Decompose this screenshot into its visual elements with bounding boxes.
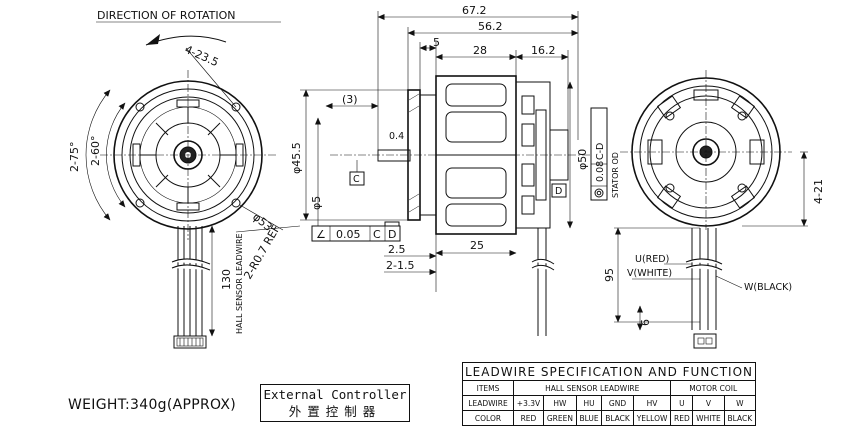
rear-view: 4-21 95 6 U(RED) V(WHITE) W(BLACK) xyxy=(603,70,825,349)
spec-color-cell: BLUE xyxy=(575,410,603,426)
hall-leadwire-bundle xyxy=(171,226,211,349)
side-pcb-components xyxy=(521,95,547,215)
side-flange-hatch xyxy=(408,93,420,213)
dim-phi45-5: φ45.5 xyxy=(290,142,303,174)
spec-color-row: COLOR RED GREEN BLUE BLACK YELLOW RED WH… xyxy=(462,410,756,426)
controller-label-en: External Controller xyxy=(263,387,407,402)
datum-d-box xyxy=(551,183,567,198)
side-shaft xyxy=(377,149,411,162)
rear-motor-leadwires xyxy=(685,228,723,349)
controller-label-cn: 外置控制器 xyxy=(288,404,382,419)
spec-color-cell: YELLOW xyxy=(632,410,672,426)
dim-2-r0-7-ref: 2-R0.7 REF xyxy=(241,223,283,282)
side-view: 67.2 56.2 5 28 16.2 (3) φ45.5 φ5 xyxy=(290,4,620,336)
dim-2-5: 2.5 xyxy=(388,243,406,256)
spec-color-cell: WHITE xyxy=(692,410,725,426)
wire-w-label: W(BLACK) xyxy=(744,282,792,293)
wire-v-label: V(WHITE) xyxy=(627,268,672,279)
datum-c-box xyxy=(349,171,365,186)
dim-67-2: 67.2 xyxy=(462,4,487,17)
dim-2-75-arc xyxy=(85,89,111,221)
datum-c: C xyxy=(353,174,360,185)
spec-color-cell: RED xyxy=(513,410,544,426)
spec-leadwire-cell: V xyxy=(692,395,725,411)
spec-title: LEADWIRE SPECIFICATION AND FUNCTION xyxy=(462,362,756,381)
runout-tolerance-frame: ∠ 0.05 C D xyxy=(311,225,401,242)
dim-2-60: 2-60° xyxy=(89,136,102,166)
spec-leadwire-cell: U xyxy=(670,395,694,411)
spec-items-label: ITEMS xyxy=(462,380,514,396)
spec-leadwire-cell: HW xyxy=(542,395,577,411)
dim-3: (3) xyxy=(342,93,358,106)
dim-2-75: 2-75° xyxy=(68,142,81,172)
spec-leadwire-cell: W xyxy=(723,395,756,411)
spec-group-hall: HALL SENSOR LEADWIRE xyxy=(512,380,672,396)
front-view: DIRECTION OF ROTATION xyxy=(68,9,301,349)
dim-25: 25 xyxy=(470,239,484,252)
spec-leadwire-cell: +3.3V xyxy=(513,395,544,411)
dim-phi50: φ50 xyxy=(576,149,589,170)
dim-0-4: 0.4 xyxy=(389,131,404,142)
rotation-arrowhead-icon xyxy=(146,34,160,45)
dim-phi53-leader xyxy=(239,204,284,231)
spec-color-cell: BLACK xyxy=(723,410,756,426)
dim-4-23-5: 4-23.5 xyxy=(183,43,221,69)
spec-color-cell: RED xyxy=(670,410,694,426)
dim-2-60-arc xyxy=(106,102,126,208)
hall-leadwire-label: HALL SENSOR LEADWIRE xyxy=(235,233,244,334)
spec-leadwire-cell: GND xyxy=(601,395,634,411)
spec-color-cell: GREEN xyxy=(542,410,577,426)
dim-r07-leader xyxy=(235,225,301,233)
tolerance-ref-c: C xyxy=(373,228,381,241)
wire-u-label: U(RED) xyxy=(635,254,669,265)
side-stator-slots xyxy=(436,83,516,227)
spec-color-cell: BLACK xyxy=(601,410,634,426)
tolerance-ref-d: D xyxy=(388,228,396,241)
weight-label: WEIGHT:340g(APPROX) xyxy=(68,397,237,413)
stator-od-label: STATOR OD xyxy=(611,152,620,198)
dim-28: 28 xyxy=(473,44,487,57)
rear-mount-holes xyxy=(665,111,747,193)
dim-95: 95 xyxy=(603,268,616,282)
rotation-title: DIRECTION OF ROTATION xyxy=(97,9,236,22)
dim-2-1-5: 2-1.5 xyxy=(386,259,414,272)
external-controller-box: External Controller 外置控制器 xyxy=(260,384,410,422)
tolerance-value: 0.05 xyxy=(336,228,361,241)
spec-group-row: ITEMS HALL SENSOR LEADWIRE MOTOR COIL xyxy=(462,380,756,396)
spec-leadwire-cell: HU xyxy=(575,395,603,411)
wire-w-leader xyxy=(715,275,743,289)
stator-od-ref: C-D xyxy=(595,143,606,160)
stator-od-frame: 0.08 C-D STATOR OD xyxy=(590,107,620,201)
datum-d: D xyxy=(555,186,562,197)
dim-130: 130 xyxy=(220,269,233,290)
dim-6: 6 xyxy=(639,319,652,326)
spec-leadwire-cell: HV xyxy=(632,395,672,411)
leadwire-spec-table: LEADWIRE SPECIFICATION AND FUNCTION ITEM… xyxy=(462,362,756,426)
dim-56-2: 56.2 xyxy=(478,20,503,33)
dim-4-23-5-leader xyxy=(185,47,237,108)
spec-title-row: LEADWIRE SPECIFICATION AND FUNCTION xyxy=(462,362,756,381)
side-leadwire-ribbon xyxy=(531,228,555,336)
dim-5: 5 xyxy=(433,36,440,49)
spec-leadwire-label: LEADWIRE xyxy=(462,395,514,411)
tolerance-symbol: ∠ xyxy=(316,228,326,241)
dim-16-2: 16.2 xyxy=(531,44,556,57)
front-mount-holes xyxy=(135,102,241,208)
dim-phi5: φ5 xyxy=(310,196,323,210)
spec-group-motor: MOTOR COIL xyxy=(670,380,756,396)
stator-od-value: 0.08 xyxy=(595,161,606,182)
dim-4-21: 4-21 xyxy=(812,179,825,204)
spec-leadwire-row: LEADWIRE +3.3V HW HU GND HV U V W xyxy=(462,395,756,411)
spec-color-label: COLOR xyxy=(462,410,514,426)
